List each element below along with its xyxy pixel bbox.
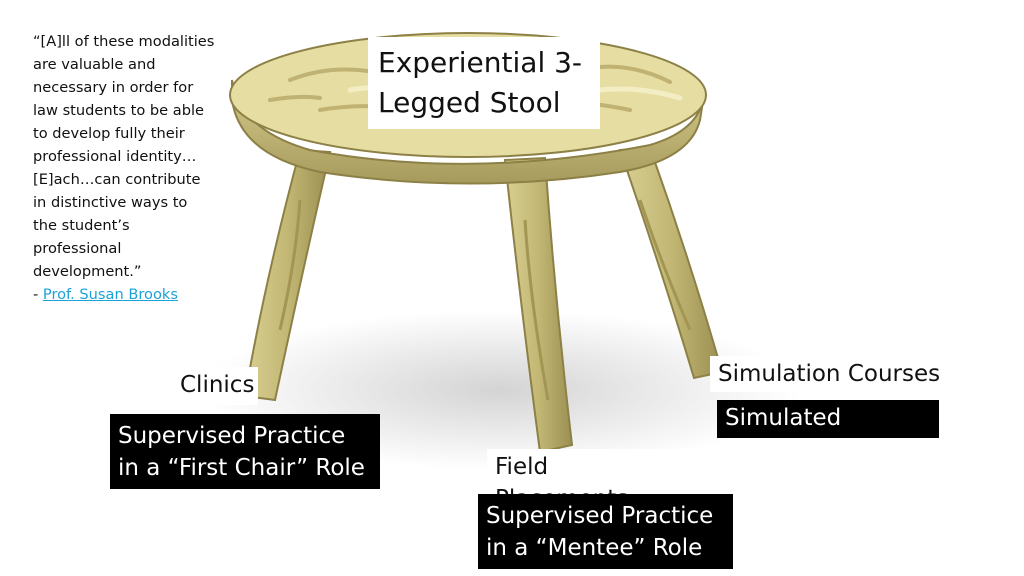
simulation-courses-label: Simulation Courses (710, 356, 950, 392)
author-link[interactable]: Prof. Susan Brooks (42, 286, 178, 303)
quote-block: “[A]ll of these modalities are valuable … (33, 30, 215, 306)
field-placements-label: Field Placements (487, 449, 695, 512)
page-title: Experiential 3-Legged Stool (368, 37, 600, 129)
field-role-label: Supervised Practice in a “Mentee” Role (478, 494, 733, 569)
quote-text: “[A]ll of these modalities are valuable … (33, 33, 215, 280)
clinics-role-label: Supervised Practice in a “First Chair” R… (110, 414, 380, 489)
clinics-label: Clinics (172, 367, 258, 405)
stool-seat-edge (231, 79, 705, 185)
stool-leg-middle (503, 156, 574, 454)
simulation-role-label: Simulated Practice (717, 400, 939, 463)
stool-leg-left (243, 148, 332, 402)
quote-attribution: - Prof. Susan Brooks (33, 286, 178, 303)
